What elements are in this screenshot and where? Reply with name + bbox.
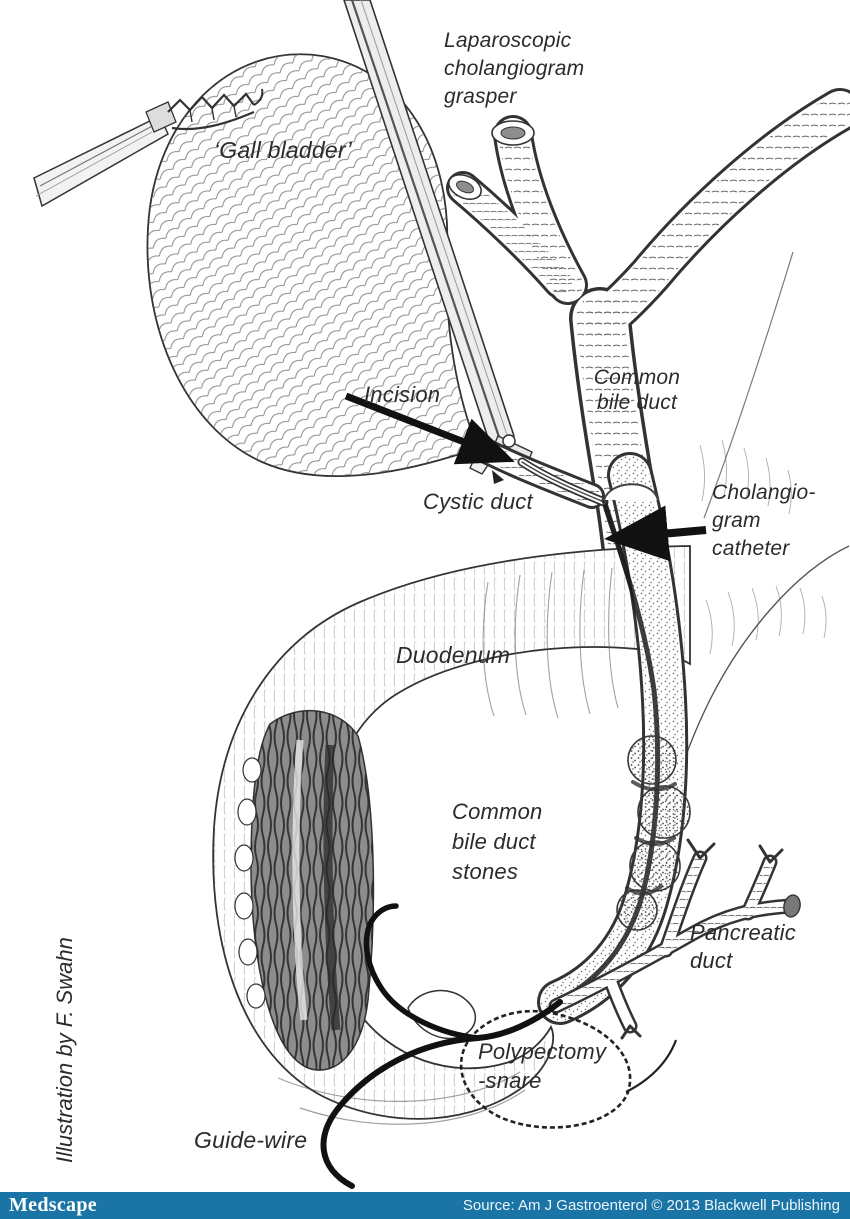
label-guide-wire: Guide-wire (194, 1127, 308, 1153)
illustration-canvas: Laparoscopic cholangiogram grasper ‘Gall… (33, 0, 850, 1189)
polypectomy-snare-loop (459, 1009, 678, 1129)
medscape-logo: Medscape (9, 1194, 97, 1216)
label-cholangiogram-catheter: Cholangio- gram catheter (712, 481, 816, 560)
catheter-arrow (604, 505, 707, 562)
bile-duct-stones (616, 735, 691, 931)
anatomy-illustration (33, 0, 850, 1189)
label-polypectomy-snare: Polypectomy -snare (478, 1039, 607, 1093)
label-incision: Incision (364, 382, 441, 407)
pancreatic-duct-tube (548, 838, 801, 1040)
label-gall-bladder: ‘Gall bladder’ (214, 137, 352, 163)
laparoscopic-grasper-instrument (33, 88, 264, 208)
illustrator-credit: Illustration by F. Swahn (52, 937, 77, 1163)
incision-arrow (344, 392, 515, 465)
gall-bladder-shape (146, 53, 480, 477)
source-credit: Source: Am J Gastroenterol © 2013 Blackw… (462, 1197, 840, 1214)
common-bile-duct-with-stones (537, 452, 691, 1025)
papilla-mound (407, 989, 476, 1040)
footer-bar: Medscape Source: Am J Gastroenterol © 20… (0, 1192, 850, 1219)
label-cystic-duct: Cystic duct (423, 489, 533, 514)
guide-wire-curve (320, 903, 563, 1189)
duodenum-shape (212, 545, 691, 1125)
label-common-bile-duct: Common bile duct (593, 366, 681, 414)
label-laparoscopic-grasper: Laparoscopic cholangiogram grasper (444, 29, 585, 108)
label-pancreatic-duct: Pancreatic duct (690, 920, 796, 973)
label-duodenum: Duodenum (396, 642, 511, 668)
catheter-sheath (517, 457, 609, 507)
label-common-bile-duct-stones: Common bile duct stones (452, 799, 543, 884)
duodenum-cutaway-interior (234, 710, 375, 1071)
